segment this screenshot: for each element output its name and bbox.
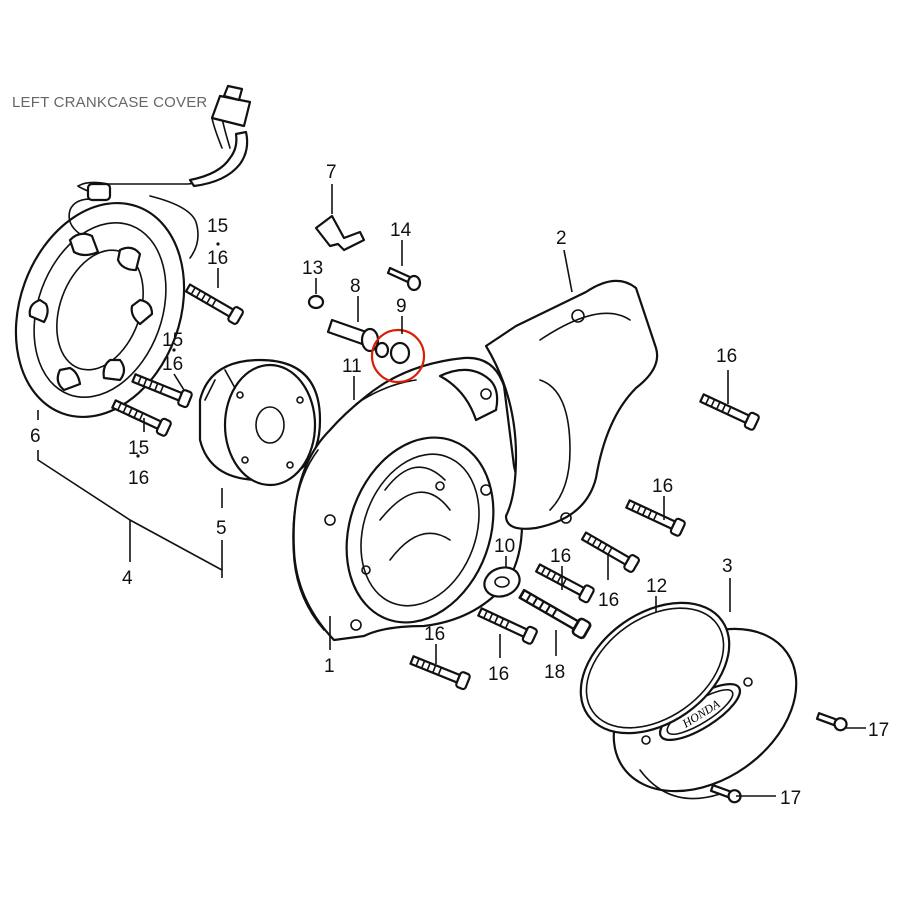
bolt-part-16-a (182, 279, 246, 327)
callout-16-lower: 16 (424, 624, 445, 645)
callout-3: 3 (722, 556, 733, 577)
callout-1: 1 (324, 656, 335, 677)
stator-part-6 (14, 84, 252, 419)
callout-4: 4 (122, 568, 133, 589)
screw-part-17-b (708, 781, 744, 805)
callout-16-right-mid: 16 (652, 476, 673, 497)
bolt-part-16-c (109, 395, 173, 438)
callout-11: 11 (342, 356, 362, 377)
callout-16-center: 16 (550, 546, 571, 567)
circlip-part-13 (307, 294, 325, 310)
seal-ring (374, 341, 390, 359)
callout-18: 18 (544, 662, 565, 683)
callout-16-top: 16 (207, 248, 228, 269)
o-ring-part-12 (579, 601, 731, 735)
crankcase-cover-part-1 (292, 356, 524, 642)
leader-lines (37, 184, 866, 797)
highlight-circle (370, 328, 426, 384)
sprocket-cover-part-2 (484, 279, 659, 530)
callout-14: 14 (390, 220, 412, 241)
callout-16-bottom: 16 (488, 664, 509, 685)
callout-labels: 7 14 2 15 16 13 8 9 15 16 11 16 6 15 16 … (30, 162, 889, 809)
callout-16-mid: 16 (162, 354, 183, 375)
bolt-part-16-g (533, 559, 596, 605)
callout-16-right-top: 16 (716, 346, 737, 367)
bolt-part-16-d (697, 389, 761, 432)
callout-8: 8 (350, 276, 361, 297)
callout-17-bottom: 17 (780, 788, 801, 809)
diagram-title: LEFT CRANKCASE COVER (12, 94, 208, 111)
callout-2: 2 (556, 228, 567, 249)
callout-7: 7 (326, 162, 337, 183)
callout-6: 6 (30, 426, 41, 447)
gasket-part-11 (355, 379, 417, 405)
rotor-part-5 (198, 358, 322, 487)
callout-15-top: 15 (207, 216, 228, 237)
bolt-part-16-e (623, 495, 687, 538)
callout-15-mid: 15 (162, 330, 183, 351)
bolt-part-16-h (475, 603, 539, 646)
callout-15-low: 15 (128, 438, 149, 459)
callout-17-right: 17 (868, 720, 889, 741)
bolt-part-16-i (407, 651, 472, 691)
washer-part-10 (483, 566, 521, 598)
callout-16-low: 16 (128, 468, 149, 489)
callout-10: 10 (494, 536, 515, 557)
shaft-part-8 (326, 318, 380, 353)
callout-12: 12 (646, 576, 667, 597)
screw-part-17-a (814, 709, 850, 733)
callout-16-center-right: 16 (598, 590, 619, 611)
highlighted-part-9 (370, 328, 426, 384)
callout-9: 9 (396, 296, 407, 317)
clamp-part-7 (314, 214, 366, 252)
bolt-part-14 (386, 266, 422, 292)
callout-13: 13 (302, 258, 323, 279)
callout-5: 5 (216, 518, 227, 539)
bolt-part-16-f (578, 527, 642, 575)
